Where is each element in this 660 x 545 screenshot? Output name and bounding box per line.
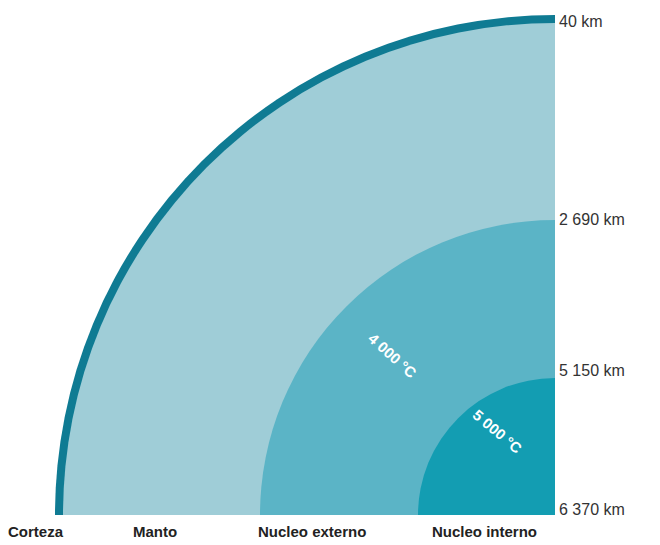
outer-core-layer [260,220,555,515]
layer-name: Nucleo externo [258,524,366,541]
depth-label: 40 km [559,13,603,31]
depth-label: 6 370 km [559,501,625,519]
layer-name: Corteza [8,524,63,541]
mantle-layer [63,23,555,515]
layer-name: Manto [133,524,177,541]
inner-core-layer [418,378,555,515]
depth-label: 2 690 km [559,211,625,229]
crust-layer [55,15,555,515]
depth-label: 5 150 km [559,362,625,380]
layer-name: Nucleo interno [432,524,537,541]
